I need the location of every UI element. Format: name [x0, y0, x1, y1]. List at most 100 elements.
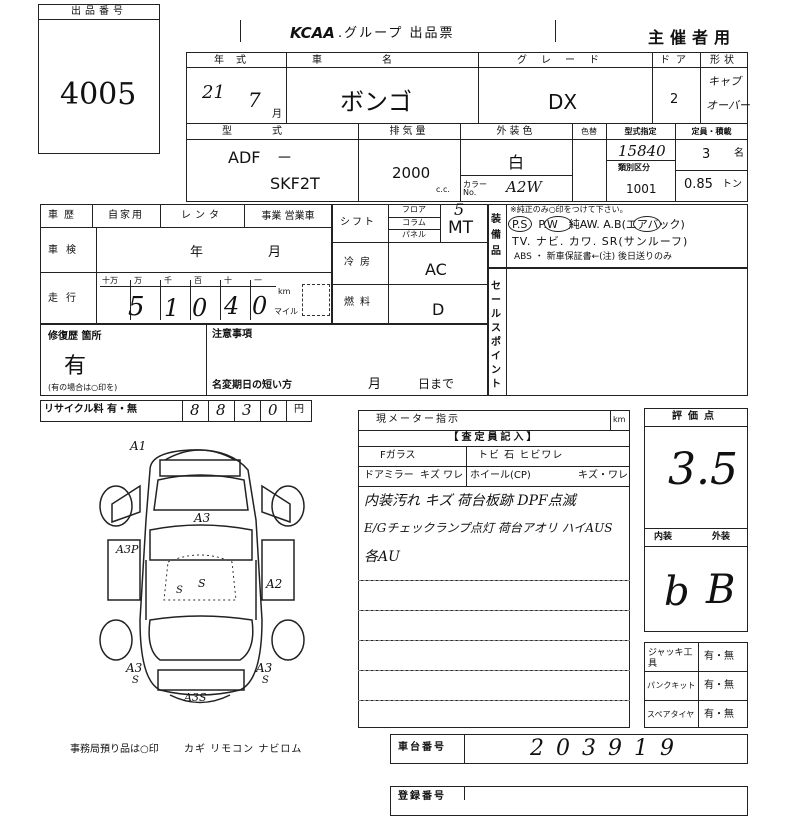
recycle-label: リサイクル料 有・無 — [44, 404, 137, 415]
ab-circle — [633, 216, 661, 232]
mark-a1: A1 — [130, 439, 147, 453]
unit-100k: 十万 — [102, 276, 118, 285]
displacement-label: 排気量 — [389, 126, 429, 137]
history-rental[interactable]: レンタ — [181, 210, 223, 221]
repair-notes-section — [40, 324, 488, 396]
shift-label: シフト — [340, 217, 376, 228]
cooling-label: 冷房 — [344, 257, 376, 268]
mile-checkbox[interactable] — [302, 284, 330, 316]
mirror-label: ドアミラー — [364, 470, 414, 481]
history-section — [40, 204, 332, 324]
recycle-digit-4: 0 — [268, 401, 278, 419]
cooling-value: AC — [425, 260, 447, 279]
recycle-digit-3: 3 — [242, 401, 252, 419]
color-no-value: A2W — [506, 178, 542, 196]
spec-section — [332, 204, 488, 324]
history-commercial[interactable]: 事業 営業車 — [261, 211, 315, 222]
jack-options[interactable]: 有・無 — [704, 651, 734, 662]
wheel-label: ホイール(CP) — [470, 470, 531, 481]
chassis-section — [390, 734, 748, 764]
lot-label: 出品番号 — [71, 6, 127, 17]
unit-10k: 万 — [134, 276, 142, 285]
vehicle-grid — [186, 52, 748, 202]
grade-label: グレード — [517, 55, 613, 66]
color-no-label: カラーNo. — [463, 180, 487, 197]
mileage-digit-2: 1 — [164, 294, 180, 322]
equipment-line2: TV. ナビ. カワ. SR(サンルーフ) — [512, 235, 689, 248]
doors-value: 2 — [670, 92, 679, 107]
shift-floor[interactable]: フロア — [402, 205, 426, 214]
glass-options[interactable]: トビ 石 ヒビワレ — [478, 450, 564, 461]
mark-a3-roof: A3 — [194, 511, 211, 525]
notes-month-unit: 月 — [368, 377, 382, 392]
storage-note: 事務局預り品は○印 — [70, 744, 159, 755]
unit-10: 十 — [224, 276, 232, 285]
mark-a3p: A3P — [116, 543, 139, 556]
sponsor-label: 主催者用 — [648, 28, 737, 47]
repair-note: (有の場合は○印を) — [48, 383, 118, 392]
inspection-month-unit: 月 — [268, 245, 282, 260]
shift-panel[interactable]: パネル — [402, 230, 426, 239]
form-line1: キャブ — [708, 75, 741, 88]
mirror-options[interactable]: キズ ワレ — [420, 470, 464, 481]
mark-a3s: A3S — [184, 691, 207, 704]
sales-point-label: セールスポイント — [491, 281, 501, 390]
door-label: ドア — [660, 55, 692, 66]
mark-a2: A2 — [266, 577, 283, 591]
mileage-mile: マイル — [274, 307, 298, 316]
jack-label: ジャッキ工具 — [648, 648, 693, 669]
model-prefix: ADF － — [228, 148, 293, 167]
glass-label: Fガラス — [380, 450, 416, 461]
history-label: 車歴 — [48, 210, 80, 221]
equipment-section — [488, 204, 748, 268]
type-designation-label: 型式指定 — [624, 127, 657, 136]
shift-column[interactable]: コラム — [402, 218, 426, 227]
month-unit: 月 — [272, 109, 282, 120]
year-value: 21 — [202, 82, 225, 103]
wheel-options[interactable]: キズ・ワレ — [578, 470, 628, 481]
class-no-value: 1001 — [626, 182, 657, 196]
name-change-label: 名変期日の短い方 — [212, 380, 292, 391]
ps-circle — [508, 216, 532, 232]
form-label: 形状 — [710, 55, 738, 66]
capacity-label: 定員・積載 — [691, 127, 732, 136]
notes-label: 注意事項 — [212, 329, 252, 340]
tools-section — [644, 642, 748, 728]
class-label: 類別区分 — [618, 163, 650, 172]
history-private[interactable]: 自家用 — [108, 210, 144, 221]
brand-logo: KCAA — [290, 24, 335, 42]
spare-options[interactable]: 有・無 — [704, 709, 734, 720]
equipment-line1: P.S P.W 純AW. A.B(エアバック) — [512, 218, 685, 231]
pw-circle — [544, 216, 572, 232]
model-label: 型式 — [222, 126, 322, 137]
puncture-label: パンクキット — [647, 681, 696, 690]
lot-number: 4005 — [60, 77, 137, 112]
model-value: SKF2T — [270, 174, 320, 193]
capacity-value: 3 — [702, 147, 711, 162]
mark-a3-rear-right: A3 — [256, 661, 273, 675]
month-value: 7 — [248, 88, 261, 112]
interior-grade: b — [664, 569, 690, 615]
puncture-options[interactable]: 有・無 — [704, 680, 734, 691]
mark-s-1: S — [198, 577, 206, 590]
registration-label: 登録番号 — [398, 791, 446, 802]
repair-value: 有 — [64, 354, 87, 379]
remark-line2: E/Gチェックランプ点灯 荷台アオリ ハイAUS — [364, 521, 613, 535]
storage-items: カギ リモコン ナビロム — [184, 744, 303, 755]
recycle-digit-1: 8 — [190, 401, 200, 419]
grade-value: DX — [548, 90, 578, 114]
unit-1: 一 — [254, 276, 262, 285]
inspector-section — [358, 410, 630, 728]
repair-label: 修復歴 箇所 — [48, 331, 102, 342]
equipment-line3: ABS ・ 新車保証書←(注) 後日送りのみ — [514, 252, 673, 262]
unit-1k: 千 — [164, 276, 172, 285]
transmission-type: MT — [448, 218, 474, 238]
meter-unit: km — [613, 415, 626, 424]
notes-day-unit: 日まで — [418, 377, 455, 391]
exterior-grade: B — [706, 567, 736, 613]
sales-point-section — [488, 268, 748, 396]
unit-100: 百 — [194, 276, 202, 285]
mark-s-2: S — [132, 675, 139, 686]
mark-s-3: S — [262, 675, 269, 686]
